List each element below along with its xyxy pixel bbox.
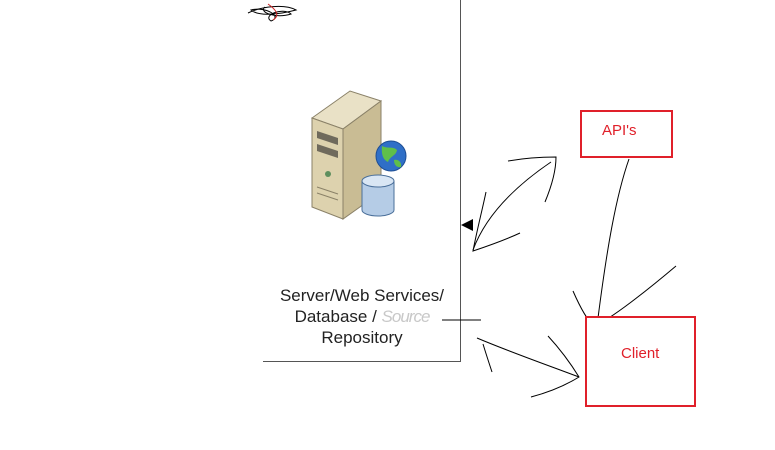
api-box-label: API's xyxy=(602,122,637,139)
hand-drawn-arrow-api-client xyxy=(572,158,677,327)
api-box: API's xyxy=(580,110,673,158)
server-label-line2-visible: Database / xyxy=(294,307,382,326)
server-label-line2-obscured: Source xyxy=(381,307,431,326)
hand-drawn-arrow-api-server xyxy=(472,156,557,252)
globe-icon xyxy=(375,140,407,172)
server-label-line1: Server/Web Services/ xyxy=(279,286,445,305)
database-cylinder-icon xyxy=(361,174,395,217)
client-box-label: Client xyxy=(621,345,660,362)
server-label: Server/Web Services/ Database / Source R… xyxy=(263,285,461,348)
server-label-line3: Repository xyxy=(321,328,403,347)
hand-drawn-arrow-server-client xyxy=(442,319,580,398)
scribble-mark xyxy=(247,3,298,22)
client-box: Client xyxy=(585,316,696,407)
server-panel xyxy=(263,0,461,362)
server-label-line2: Database / Source xyxy=(263,306,461,327)
arrowhead-marker xyxy=(461,219,473,231)
